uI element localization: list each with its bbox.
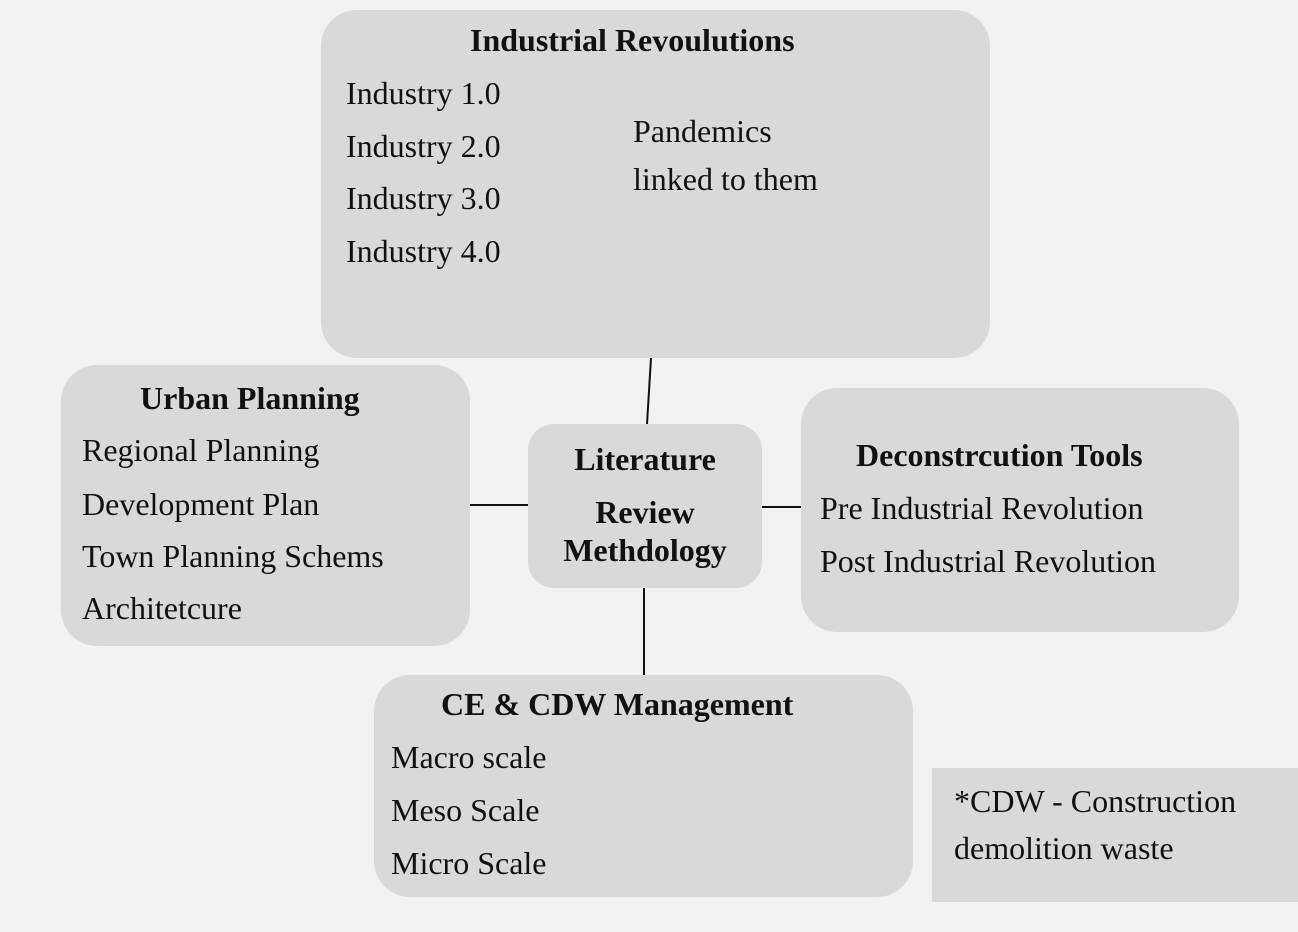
deconstruction-tools-item: Pre Industrial Revolution [820, 490, 1144, 526]
industry-item: Industry 3.0 [346, 180, 501, 216]
literature-review-box [528, 424, 762, 588]
pandemics-note-line1: Pandemics [633, 113, 772, 149]
footnote-box [932, 768, 1298, 902]
deconstruction-tools-item: Post Industrial Revolution [820, 543, 1156, 579]
urban-planning-box [61, 365, 470, 646]
ce-cdw-item: Macro scale [391, 739, 547, 775]
industry-item: Industry 2.0 [346, 128, 501, 164]
literature-review-line1: Literature [574, 441, 716, 477]
industry-item: Industry 4.0 [346, 233, 501, 269]
ce-cdw-item: Meso Scale [391, 792, 540, 828]
ce-cdw-management-box [374, 675, 913, 897]
deconstruction-tools-title: Deconstrcution Tools [856, 437, 1143, 473]
ce-cdw-management-title: CE & CDW Management [441, 686, 794, 722]
urban-planning-item: Regional Planning [82, 432, 320, 468]
literature-review-line2: Review [595, 494, 695, 530]
industrial-revolutions-box [321, 10, 990, 358]
footnote-line1: *CDW - Construction [954, 783, 1237, 819]
industrial-revolutions-title: Industrial Revoulutions [470, 22, 795, 58]
connector-top [646, 357, 652, 425]
deconstruction-tools-box [801, 388, 1239, 632]
urban-planning-title: Urban Planning [140, 380, 360, 416]
footnote-line2: demolition waste [954, 830, 1174, 866]
urban-planning-item: Development Plan [82, 486, 320, 522]
ce-cdw-item: Micro Scale [391, 845, 547, 881]
urban-planning-item: Architetcure [82, 590, 242, 626]
urban-planning-item: Town Planning Schems [82, 538, 384, 574]
pandemics-note-line2: linked to them [633, 161, 818, 197]
industry-item: Industry 1.0 [346, 75, 501, 111]
literature-review-line3: Methdology [563, 532, 727, 568]
